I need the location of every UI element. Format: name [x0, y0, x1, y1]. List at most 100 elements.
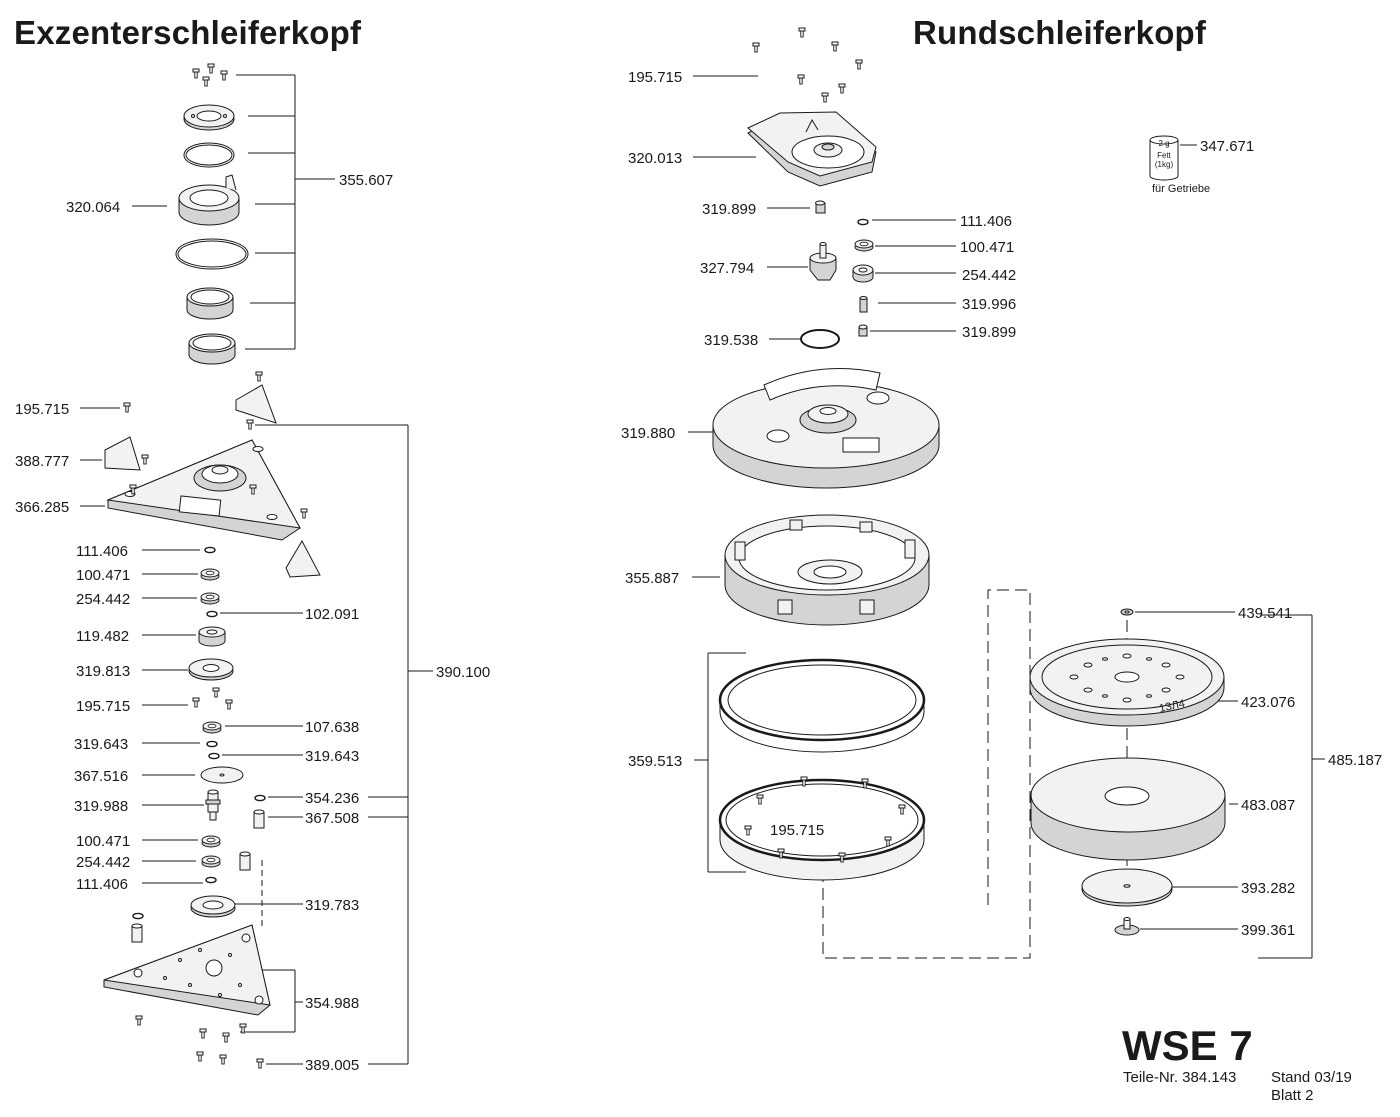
part-label: 195.715 [628, 69, 682, 86]
round-housing-icon [712, 368, 940, 489]
part-label: 319.783 [305, 897, 359, 914]
screw-icon [831, 41, 839, 52]
bearing-icon [202, 721, 222, 734]
sleeve-icon [253, 809, 265, 829]
plate-marking: 1ЗЛ4 [1158, 698, 1186, 715]
part-label: 319.813 [76, 663, 130, 680]
part-label: 107.638 [305, 719, 359, 736]
grease-can-name: Fett [1157, 151, 1172, 160]
screw-icon [255, 371, 263, 382]
screw-icon [141, 454, 149, 465]
bearing-icon [201, 855, 221, 868]
part-label: 359.513 [628, 753, 682, 770]
screw-icon [192, 697, 200, 708]
housing-ring-icon [724, 514, 930, 626]
screw-icon [225, 699, 233, 710]
screw-icon [202, 76, 210, 87]
part-label: 111.406 [960, 213, 1012, 230]
triangle-housing-icon [106, 439, 301, 541]
part-label: 389.005 [305, 1057, 359, 1074]
part-label: 319.538 [704, 332, 758, 349]
screw-icon [222, 1032, 230, 1043]
screw-icon [300, 508, 308, 519]
bearing-icon [852, 264, 874, 283]
seal-ring-icon [183, 142, 235, 168]
part-label: 319.899 [702, 201, 756, 218]
base-ring-icon [718, 778, 926, 881]
sleeve-ring-icon [186, 287, 234, 320]
screw-icon [135, 1015, 143, 1026]
part-number: Teile-Nr. 384.143 [1123, 1069, 1237, 1086]
ring-icon [204, 546, 216, 554]
part-label: 354.236 [305, 790, 359, 807]
part-label: 254.442 [76, 591, 130, 608]
part-label: 319.643 [74, 736, 128, 753]
washer-icon [1120, 608, 1134, 616]
part-label: 399.361 [1241, 922, 1295, 939]
bearing-icon [200, 568, 220, 581]
pinion-icon [859, 296, 868, 313]
right-part-labels: 195.715 320.013 319.899 111.406 100.471 … [621, 69, 1382, 939]
part-label: 366.285 [15, 499, 69, 516]
center-disc-icon [1081, 868, 1173, 907]
part-label: 367.508 [305, 810, 359, 827]
part-label: 390.100 [436, 664, 490, 681]
screw-icon [246, 419, 254, 430]
eccentric-shaft-icon [205, 789, 221, 821]
grease-part-label: 347.671 [1200, 138, 1254, 155]
part-label: 367.516 [74, 768, 128, 785]
part-label: 327.794 [700, 260, 754, 277]
part-label: 119.482 [76, 628, 129, 645]
screw-icon [798, 27, 806, 38]
part-label: 254.442 [76, 854, 130, 871]
screw-icon [207, 63, 215, 74]
grease-can-weight: (1kg) [1155, 160, 1174, 169]
part-label: 423.076 [1241, 694, 1295, 711]
foam-pad-icon [1030, 757, 1226, 861]
part-label: 388.777 [15, 453, 69, 470]
screw-icon [220, 70, 228, 81]
flange-icon [188, 658, 234, 681]
right-leader-lines [688, 75, 1325, 959]
screw-icon [219, 1054, 227, 1065]
bearing-icon [201, 835, 221, 848]
screw-icon [212, 687, 220, 698]
triangle-sanding-plate-icon [103, 924, 271, 1016]
sleeve-icon [815, 200, 826, 214]
sheet-number: Blatt 2 [1271, 1087, 1314, 1104]
screw-icon [199, 1028, 207, 1039]
part-label: 100.471 [960, 239, 1014, 256]
bearing-icon [200, 592, 220, 605]
bearing-icon [198, 626, 226, 647]
round-sanding-plate-icon: 1ЗЛ4 [1029, 638, 1225, 727]
sleeve-icon [239, 851, 251, 871]
part-label: 111.406 [76, 543, 128, 560]
collar-ring-icon [188, 333, 236, 365]
revision-date: Stand 03/19 [1271, 1069, 1352, 1086]
disc-icon [200, 766, 244, 784]
left-part-labels: 355.607 320.064 195.715 388.777 366.285 … [15, 172, 490, 1074]
part-label: 354.988 [305, 995, 359, 1012]
ring-icon [208, 752, 220, 760]
clamp-ring-icon [718, 658, 926, 753]
left-section-title: Exzenterschleiferkopf [14, 14, 362, 51]
large-ring-icon [175, 238, 249, 270]
ring-icon [132, 912, 144, 920]
part-label: 111.406 [76, 876, 128, 893]
part-label: 254.442 [962, 267, 1016, 284]
ring-icon [254, 794, 266, 802]
part-label: 319.988 [74, 798, 128, 815]
bevel-gear-icon [809, 242, 837, 281]
part-label: 319.643 [305, 748, 359, 765]
screw-icon [256, 1058, 264, 1069]
left-leader-lines [80, 74, 433, 1065]
screw-icon [821, 92, 829, 103]
corner-cap-icon [104, 384, 321, 578]
part-label: 102.091 [305, 606, 359, 623]
o-ring-icon [800, 329, 840, 349]
part-label: 319.880 [621, 425, 675, 442]
right-section-title: Rundschleiferkopf [913, 14, 1207, 51]
part-label: 195.715 [770, 822, 824, 839]
part-label: 483.087 [1241, 797, 1295, 814]
